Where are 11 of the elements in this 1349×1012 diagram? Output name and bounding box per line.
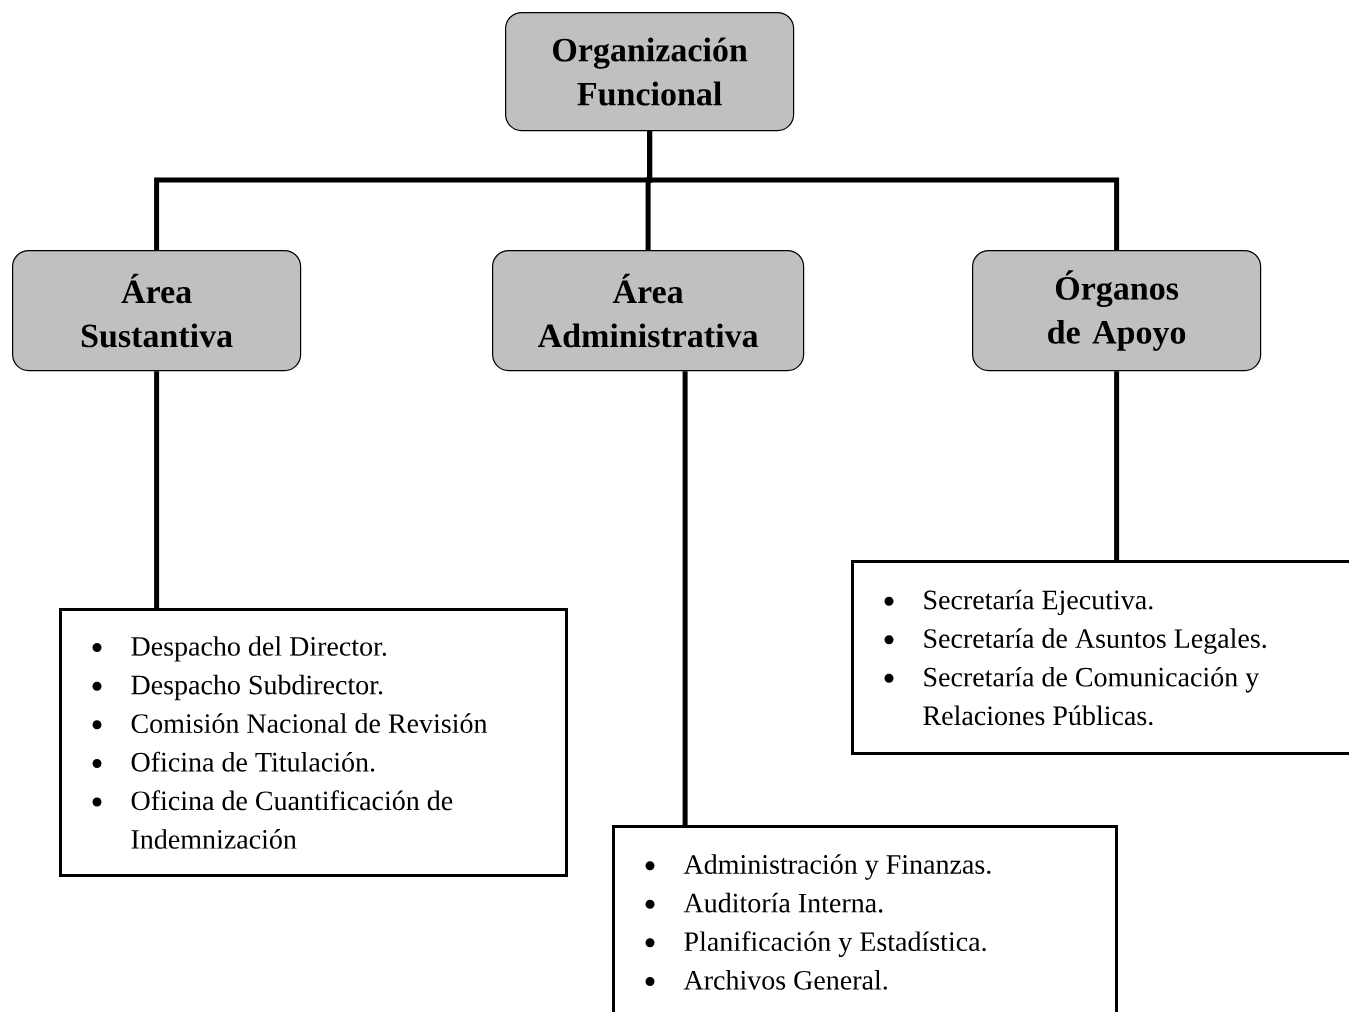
connector-line [1114,371,1120,560]
unit-box: Área Sustantiva [12,250,302,372]
connector-line [154,371,160,608]
unit-box: Área Administrativa [492,250,805,372]
connector-line [647,131,1120,250]
unit-box: Órganos de Apoyo [972,250,1262,372]
unit-box: Organización Funcional [505,12,795,132]
connector-line [682,371,688,825]
list-box: Despacho del Director. Despacho Subdirector. Comisión Nacional de Revisión Oficina de Titulación. Oficina de Cuantificación de Indemnización [59,608,568,877]
list-box: Secretaría Ejecutiva. Secretaría de Asuntos Legales. Secretaría de Comunicación y Relaciones Públicas. [851,560,1349,755]
list-box: Administración y Finanzas. Auditoría Interna. Planificación y Estadística. Archivos General. [612,825,1118,1012]
